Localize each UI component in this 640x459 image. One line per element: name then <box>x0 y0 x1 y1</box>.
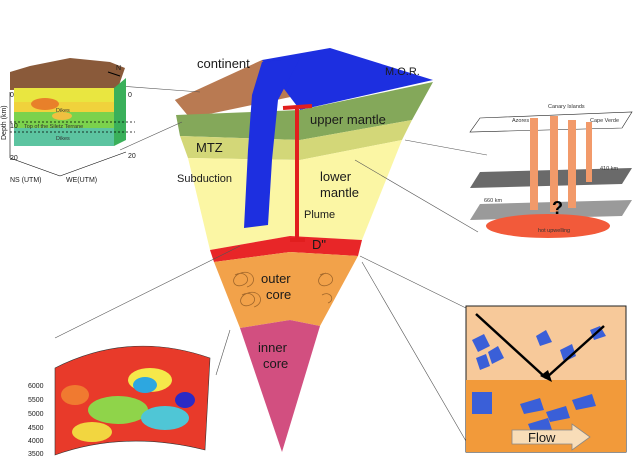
d-layer-label: D" <box>312 237 326 252</box>
outer-core-label-2: core <box>266 287 291 302</box>
north-arrow-icon <box>107 71 121 77</box>
continent-label: continent <box>197 56 250 71</box>
topleft-inset: N Depth (km) 0 10 20 0 20 Dikes Top of t… <box>1 58 136 184</box>
depth-axis-label: Depth (km) <box>1 105 8 140</box>
bl-tick-4000: 4000 <box>28 438 44 445</box>
depth-410-label: 410 km <box>600 166 618 172</box>
canary-label: Canary Islands <box>548 104 585 110</box>
right-tick-20: 20 <box>128 153 136 160</box>
mor-label: M.O.R. <box>385 66 420 78</box>
outer-core-layer <box>214 252 358 328</box>
dikes-label-top: Dikes <box>56 108 70 114</box>
bl-tick-6000: 6000 <box>28 383 44 390</box>
plume-label: Plume <box>304 209 335 221</box>
topright-inset: Canary Islands Azores Cape Verde 410 km … <box>469 104 633 238</box>
hot-upwelling-label: hot upwelling <box>538 228 570 234</box>
bl-tick-3500: 3500 <box>28 451 44 458</box>
bottomright-inset: Flow <box>465 305 627 453</box>
azores-label: Azores <box>512 118 529 124</box>
bl-tick-5000: 5000 <box>28 411 44 418</box>
inset-terrain <box>10 58 125 90</box>
depth-660-label: 660 km <box>484 198 502 204</box>
flow-arrow <box>511 423 591 451</box>
upper-mantle-label: upper mantle <box>310 112 386 127</box>
cape-verde-label: Cape Verde <box>590 118 619 124</box>
flow-label: Flow <box>528 430 556 445</box>
outer-core-convection <box>233 271 333 308</box>
bl-tick-4500: 4500 <box>28 425 44 432</box>
hot-upwelling-blob <box>486 214 610 238</box>
subduction-slab <box>244 58 300 228</box>
inner-core-label-1: inner <box>258 340 288 355</box>
ocean-top <box>262 48 433 110</box>
depth-tick-20: 20 <box>10 155 18 162</box>
inner-core-layer <box>240 320 320 452</box>
connector-lines <box>54 85 488 449</box>
lower-mantle-label-1: lower <box>320 169 352 184</box>
mtz-label: MTZ <box>196 140 223 155</box>
mantle-plume <box>282 104 313 242</box>
upper-mantle-layer <box>176 82 433 140</box>
ns-axis-label: NS (UTM) <box>10 177 42 184</box>
ray-arrowhead <box>540 370 552 382</box>
ray-path-right <box>545 325 605 379</box>
d-layer <box>210 236 362 262</box>
question-mark: ? <box>552 198 563 218</box>
bl-tick-5500: 5500 <box>28 397 44 404</box>
depth-tick-0: 0 <box>10 92 14 99</box>
right-tick-0: 0 <box>128 92 132 99</box>
outer-core-label-1: outer <box>261 271 291 286</box>
we-axis-label: WE(UTM) <box>66 177 97 184</box>
earth-wedge <box>175 48 433 452</box>
inner-core-label-2: core <box>263 356 288 371</box>
ray-path-left <box>475 313 547 379</box>
siletz-label: Top of the Siletz Terrane <box>24 124 83 130</box>
north-label: N <box>116 65 121 72</box>
dikes-label-bottom: Dikes <box>56 136 70 142</box>
depth-tick-10: 10 <box>10 123 18 130</box>
bottomleft-inset: 6000 5500 5000 4500 4000 3500 <box>28 345 211 458</box>
lower-mantle-label-2: mantle <box>320 185 359 200</box>
subduction-label: Subduction <box>177 173 232 185</box>
